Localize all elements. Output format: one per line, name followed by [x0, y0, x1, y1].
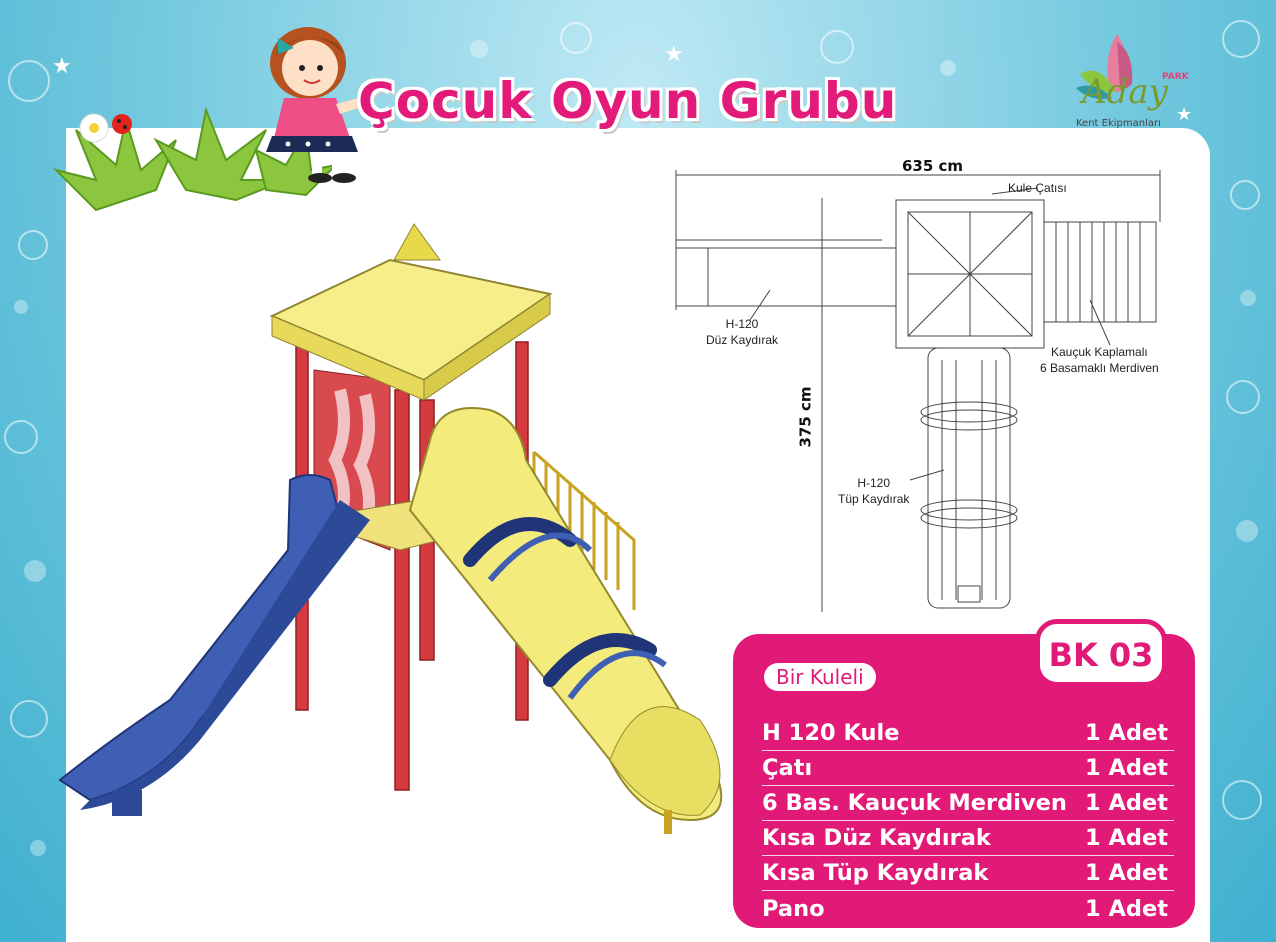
star-icon: ★	[52, 54, 72, 79]
brand-name: Aday	[1082, 72, 1168, 112]
girl-illustration	[266, 27, 370, 183]
background-bubble	[1236, 520, 1258, 542]
background-bubble	[10, 700, 48, 738]
background-bubble	[14, 300, 28, 314]
width-dimension: 635 cm	[902, 157, 964, 175]
item-name: Pano	[762, 895, 825, 922]
stairs-label-line1: Kauçuk Kaplamalı	[1050, 345, 1148, 359]
background-bubble	[940, 60, 956, 76]
background-bubble	[18, 230, 48, 260]
list-item: Pano 1 Adet	[762, 891, 1174, 926]
background-bubble	[1226, 380, 1260, 414]
item-name: Kısa Tüp Kaydırak	[762, 860, 989, 886]
background-bubble	[24, 560, 46, 582]
item-name: Çatı	[762, 755, 813, 781]
straight-slide-label-name: Düz Kaydırak	[706, 333, 779, 347]
straight-slide-label-height: H-120	[725, 317, 759, 331]
item-name: Kısa Düz Kaydırak	[762, 825, 991, 851]
product-code: BK 03	[1035, 619, 1167, 687]
brand-park: PARK	[1162, 72, 1189, 82]
background-bubble	[1222, 780, 1262, 820]
page-title: Çocuk Oyun Grubu	[358, 72, 898, 130]
technical-drawing	[675, 170, 1161, 612]
star-icon: ★	[664, 42, 684, 67]
list-item: Çatı 1 Adet	[762, 751, 1174, 786]
background-bubble	[470, 40, 488, 58]
item-qty: 1 Adet	[1084, 860, 1168, 886]
item-name: 6 Bas. Kauçuk Merdiven	[762, 790, 1067, 816]
item-qty: 1 Adet	[1084, 755, 1168, 781]
background-bubble	[8, 60, 50, 102]
item-qty: 1 Adet	[1084, 720, 1168, 746]
item-qty: 1 Adet	[1084, 825, 1168, 851]
tube-slide-label: H-120 Tüp Kaydırak	[838, 475, 909, 507]
tube-slide-label-height: H-120	[857, 476, 891, 490]
product-category: Bir Kuleli	[764, 663, 876, 691]
background-bubble	[1240, 290, 1256, 306]
background-bubble	[4, 420, 38, 454]
list-item: Kısa Tüp Kaydırak 1 Adet	[762, 856, 1174, 891]
stairs-label-line2: 6 Basamaklı Merdiven	[1040, 361, 1159, 375]
straight-slide-label: H-120 Düz Kaydırak	[706, 316, 778, 348]
background-bubble	[820, 30, 854, 64]
item-name: H 120 Kule	[762, 720, 900, 746]
roof-label: Kule Çatısı	[1008, 181, 1067, 195]
brand-subtitle: Kent Ekipmanları	[1076, 118, 1161, 129]
stairs-label: Kauçuk Kaplamalı 6 Basamaklı Merdiven	[1040, 344, 1159, 376]
background-bubble	[1230, 180, 1260, 210]
list-item: Kısa Düz Kaydırak 1 Adet	[762, 821, 1174, 856]
item-qty: 1 Adet	[1084, 790, 1168, 816]
star-icon: ★	[1176, 104, 1193, 125]
background-bubble	[1222, 20, 1260, 58]
tube-slide-label-name: Tüp Kaydırak	[838, 492, 910, 506]
background-bubble	[30, 840, 46, 856]
height-dimension: 375 cm	[796, 386, 815, 448]
brand-logo: Aday PARK Kent Ekipmanları	[1062, 32, 1189, 132]
item-qty: 1 Adet	[1084, 895, 1168, 922]
list-item: 6 Bas. Kauçuk Merdiven 1 Adet	[762, 786, 1174, 821]
playground-illustration	[58, 223, 723, 834]
tulip-icon	[1076, 34, 1133, 99]
background-bubble	[560, 22, 592, 54]
list-item: H 120 Kule 1 Adet	[762, 716, 1174, 751]
parts-list: H 120 Kule 1 Adet Çatı 1 Adet 6 Bas. Kau…	[762, 716, 1174, 926]
